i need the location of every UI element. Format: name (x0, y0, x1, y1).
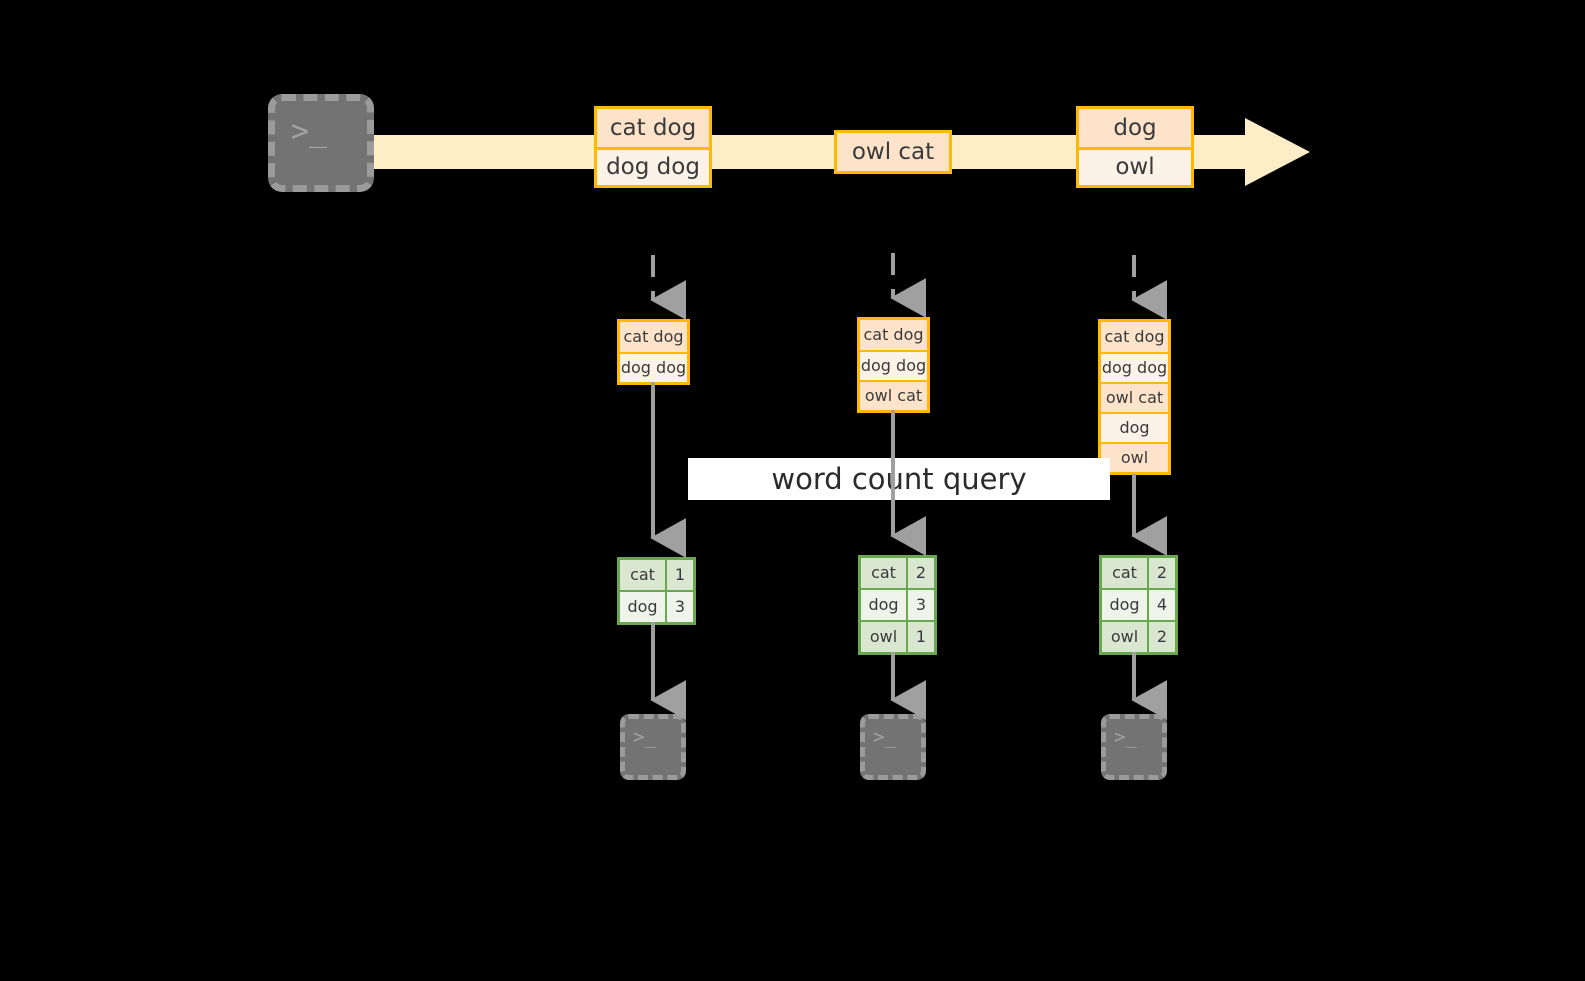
state-line: cat dog (1101, 322, 1168, 352)
state-line: dog dog (860, 350, 927, 380)
result-row: owl 2 (1102, 620, 1175, 652)
terminal-prompt-text: >_ (1114, 726, 1137, 748)
result-word: owl (1102, 622, 1147, 652)
stream-record-line: dog dog (597, 147, 709, 185)
terminal-prompt-text: >_ (291, 114, 328, 149)
result-count: 1 (906, 622, 934, 652)
state-box-step-3[interactable]: cat dog dog dog owl cat dog owl (1098, 319, 1171, 475)
stream-record-1[interactable]: cat dog dog dog (594, 106, 712, 188)
state-line: owl (1101, 442, 1168, 472)
result-word: dog (1102, 590, 1147, 620)
result-word: cat (1102, 558, 1147, 588)
stream-record-line: owl (1079, 147, 1191, 185)
sink-terminal-icon-1[interactable]: >_ (620, 714, 686, 780)
state-line: dog dog (1101, 352, 1168, 382)
result-word: cat (620, 560, 665, 590)
stream-record-line: owl cat (837, 133, 949, 171)
result-row: dog 3 (620, 590, 693, 622)
state-line: cat dog (620, 322, 687, 352)
result-word: cat (861, 558, 906, 588)
result-count: 2 (1147, 622, 1175, 652)
result-row: owl 1 (861, 620, 934, 652)
result-count: 2 (1147, 558, 1175, 588)
result-row: cat 2 (861, 558, 934, 588)
result-count: 3 (665, 592, 693, 622)
result-row: dog 4 (1102, 588, 1175, 620)
result-count: 1 (665, 560, 693, 590)
result-row: cat 2 (1102, 558, 1175, 588)
result-count: 4 (1147, 590, 1175, 620)
stream-record-2[interactable]: owl cat (834, 130, 952, 174)
state-box-step-1[interactable]: cat dog dog dog (617, 319, 690, 385)
state-line: owl cat (860, 380, 927, 410)
source-terminal-icon[interactable]: >_ (268, 94, 374, 192)
result-row: cat 1 (620, 560, 693, 590)
result-word: dog (861, 590, 906, 620)
stream-record-line: dog (1079, 109, 1191, 147)
result-count: 2 (906, 558, 934, 588)
result-table-step-3[interactable]: cat 2 dog 4 owl 2 (1099, 555, 1178, 655)
state-line: owl cat (1101, 382, 1168, 412)
result-word: dog (620, 592, 665, 622)
result-count: 3 (906, 590, 934, 620)
state-line: cat dog (860, 320, 927, 350)
terminal-prompt-text: >_ (633, 726, 656, 748)
stream-record-3[interactable]: dog owl (1076, 106, 1194, 188)
stream-record-line: cat dog (597, 109, 709, 147)
result-row: dog 3 (861, 588, 934, 620)
state-line: dog dog (620, 352, 687, 382)
query-label: word count query (688, 458, 1110, 500)
terminal-prompt-text: >_ (873, 726, 896, 748)
result-table-step-1[interactable]: cat 1 dog 3 (617, 557, 696, 625)
state-line: dog (1101, 412, 1168, 442)
state-box-step-2[interactable]: cat dog dog dog owl cat (857, 317, 930, 413)
result-word: owl (861, 622, 906, 652)
sink-terminal-icon-3[interactable]: >_ (1101, 714, 1167, 780)
result-table-step-2[interactable]: cat 2 dog 3 owl 1 (858, 555, 937, 655)
sink-terminal-icon-2[interactable]: >_ (860, 714, 926, 780)
